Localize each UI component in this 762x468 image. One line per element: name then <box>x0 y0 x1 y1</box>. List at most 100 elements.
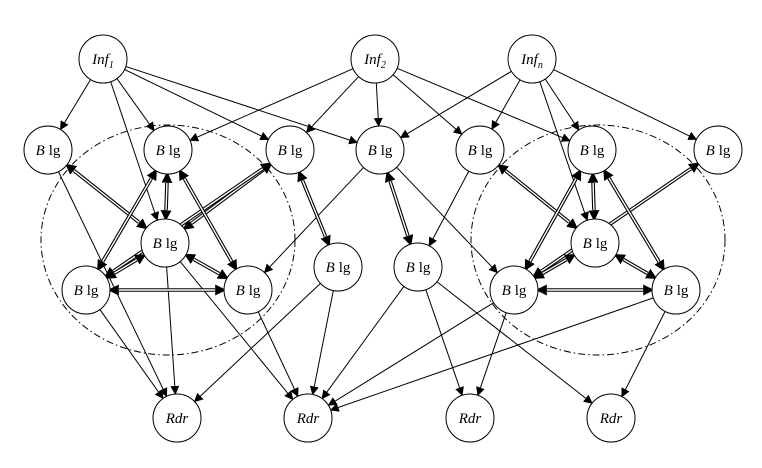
node-circle <box>350 34 400 84</box>
node-circle <box>152 393 202 443</box>
edge-b13-r2 <box>257 311 299 398</box>
node-circle <box>586 393 636 443</box>
node-label-b: B <box>583 236 592 252</box>
node-circle <box>445 393 495 443</box>
edge-b8-r1 <box>166 266 180 395</box>
community-cluster-right <box>470 124 726 356</box>
edge-i2-b4 <box>373 82 383 127</box>
node-label-b: B <box>236 283 245 299</box>
node-label-lg: lg <box>169 143 181 159</box>
node-label-lg: lg <box>593 143 605 159</box>
node-label-lg: lg <box>87 283 99 299</box>
node-circle <box>507 34 557 84</box>
arrowhead <box>384 170 396 183</box>
arrowhead <box>532 268 546 280</box>
node-label: Inf1 <box>91 52 114 71</box>
node-circle <box>143 125 193 175</box>
node-label-b: B <box>278 143 287 159</box>
arrowhead <box>524 258 535 271</box>
edge-b10-r1 <box>193 283 321 403</box>
node-label-rdr: Rdr <box>296 411 320 427</box>
bidirectional-edge-b4-b11 <box>384 170 414 247</box>
double-line-inner <box>505 170 570 223</box>
arrowhead <box>654 259 665 272</box>
edge-i2-b3 <box>305 76 359 134</box>
node-label-b: B <box>74 283 83 299</box>
edge-b11-r3 <box>425 289 464 397</box>
node-label-b: B <box>580 143 589 159</box>
double-line-inner <box>529 178 577 262</box>
edge-i1-b4 <box>125 66 359 145</box>
bidirectional-edge-b8-b13 <box>183 253 230 280</box>
bidirectional-edge-b2-b13 <box>178 168 238 272</box>
edge-b15-r4 <box>621 311 666 398</box>
node-label-lg: lg <box>381 143 393 159</box>
double-line-inner <box>592 182 595 211</box>
bidirectional-edge-b7-b14 <box>531 162 701 278</box>
node-label-rdr: Rdr <box>599 411 623 427</box>
arrowhead <box>603 168 614 181</box>
node-circle <box>61 265 111 315</box>
edge-b4-b13 <box>263 167 364 274</box>
edge-layer <box>57 66 701 412</box>
node-circle <box>78 34 128 84</box>
edge-b14-r2 <box>327 302 494 406</box>
edge-b4-b14 <box>396 166 499 274</box>
edge-i2-b2 <box>189 68 354 142</box>
arrowhead <box>613 253 627 265</box>
node-label-b: B <box>153 236 162 252</box>
edge-in-b7 <box>553 69 698 140</box>
node-label-subscript: 1 <box>109 60 114 71</box>
arrowhead <box>297 170 308 183</box>
bidirectional-edge-b1-b8 <box>65 163 148 230</box>
node-label-lg: lg <box>677 283 689 299</box>
node-circle <box>140 218 190 268</box>
arrowhead <box>566 218 579 230</box>
node-label-b: B <box>36 143 45 159</box>
node-label-lg: lg <box>49 143 61 159</box>
node-label-main: Inf <box>363 52 382 68</box>
double-line-inner <box>73 169 140 224</box>
influencer-node-n: Infn <box>507 34 557 84</box>
bidirectional-edge-b6-b9 <box>587 171 600 222</box>
node-label-b: B <box>502 283 511 299</box>
arrowhead <box>146 168 157 182</box>
node-label-b: B <box>664 283 673 299</box>
bidirectional-edge-b9-b14 <box>532 253 577 280</box>
node-label-lg: lg <box>291 143 303 159</box>
reader-node-r1: Rdr <box>152 393 202 443</box>
edge-in-b6 <box>544 78 580 131</box>
edge-b8-r2 <box>179 261 294 401</box>
double-line-inner <box>301 180 327 237</box>
node-label: Rdr <box>458 411 482 427</box>
node-circle <box>570 218 620 268</box>
edge-in-b4 <box>399 70 512 139</box>
double-line-inner <box>623 258 648 275</box>
arrowhead <box>571 169 582 182</box>
node-label-b: B <box>326 260 335 276</box>
node-circle <box>651 265 701 315</box>
bidirectional-edge-b6-b15 <box>603 168 665 272</box>
node-label-subscript: n <box>538 60 543 71</box>
node-label-lg: lg <box>596 236 608 252</box>
double-line-inner <box>389 181 409 236</box>
node-circle <box>489 265 539 315</box>
edge-b1-r1 <box>57 171 168 398</box>
node-circle <box>567 125 617 175</box>
bidirectional-edge-b8-b12 <box>104 254 147 279</box>
bidirectional-edge-b3-b12 <box>103 162 273 278</box>
double-line-inner <box>608 177 660 263</box>
edge-b10-r2 <box>309 290 334 396</box>
